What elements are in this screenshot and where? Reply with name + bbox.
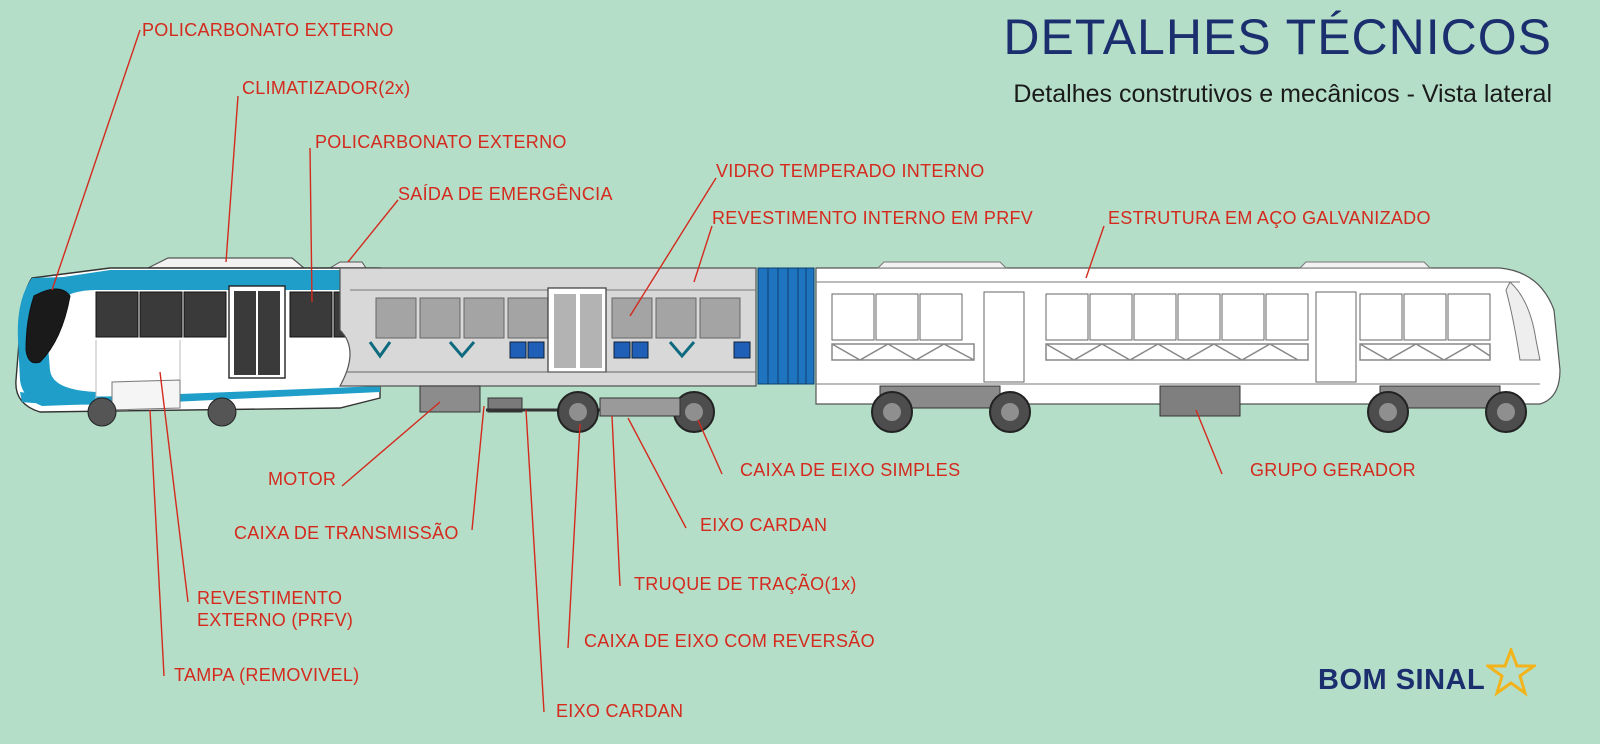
label-policarbonato-externo-1: POLICARBONATO EXTERNO: [142, 20, 394, 40]
motor-unit: [419, 385, 481, 413]
label-estrutura-aco: ESTRUTURA EM AÇO GALVANIZADO: [1108, 208, 1431, 228]
label-saida-emergencia: SAÍDA DE EMERGÊNCIA: [398, 184, 613, 204]
bom-sinal-logo: BOM SINAL: [1318, 664, 1486, 696]
label-caixa-transmissao: CAIXA DE TRANSMISSÃO: [234, 523, 459, 543]
emergency-hatch: [328, 261, 367, 269]
label-tampa: TAMPA (REMOVIVEL): [174, 665, 360, 685]
cab-roof-stripe: [30, 270, 380, 302]
label-truque-tracao: TRUQUE DE TRAÇÃO(1x): [634, 574, 857, 594]
label-revestimento-interno: REVESTIMENTO INTERNO EM PRFV: [712, 208, 1034, 228]
label-grupo-gerador: GRUPO GERADOR: [1250, 460, 1416, 480]
middle-car: [338, 267, 757, 433]
generator-unit: [1159, 385, 1241, 417]
star-icon: [1486, 648, 1536, 697]
label-caixa-eixo-reversao: CAIXA DE EIXO COM REVERSÃO: [584, 631, 875, 651]
cab-front-window: [25, 288, 71, 364]
gangway-bellows: [757, 267, 815, 385]
label-vidro-temperado: VIDRO TEMPERADO INTERNO: [716, 161, 985, 181]
page-title: DETALHES TÉCNICOS: [1003, 9, 1552, 65]
structure-car: [815, 261, 1561, 433]
label-eixo-cardan-1: EIXO CARDAN: [556, 701, 684, 721]
leader-lines: [51, 29, 1223, 713]
label-revestimento-externo-line1: REVESTIMENTO: [197, 588, 343, 608]
cab-car: [15, 257, 381, 427]
label-eixo-cardan-2: EIXO CARDAN: [700, 515, 828, 535]
label-climatizador: CLIMATIZADOR(2x): [242, 78, 411, 98]
label-revestimento-externo-line2: EXTERNO (PRFV): [197, 610, 354, 630]
label-policarbonato-externo-2: POLICARBONATO EXTERNO: [315, 132, 567, 152]
page-subtitle: Detalhes construtivos e mecânicos - Vist…: [1013, 80, 1552, 108]
label-caixa-eixo-simples: CAIXA DE EIXO SIMPLES: [740, 460, 961, 480]
label-motor: MOTOR: [268, 469, 337, 489]
